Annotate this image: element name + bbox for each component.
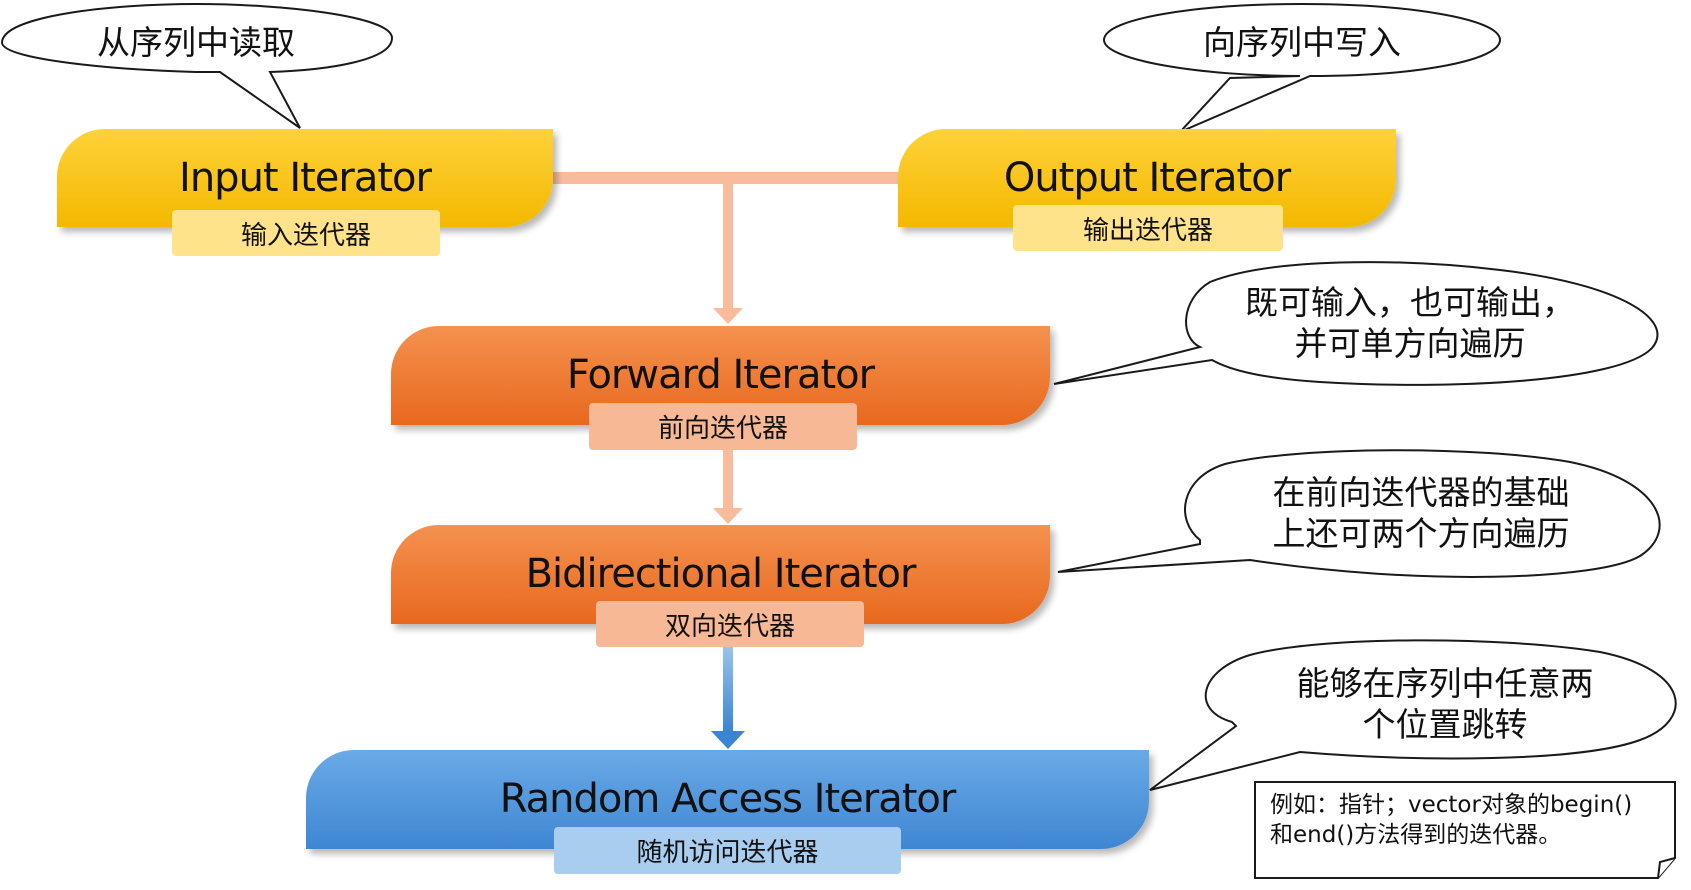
random-access-iterator-title: Random Access Iterator [499, 776, 957, 822]
bubble-random-line-2: 个位置跳转 [1362, 705, 1528, 744]
bubble-bidirectional-line-1: 在前向迭代器的基础 [1272, 473, 1570, 512]
arrowhead-to-bidirectional [713, 508, 743, 524]
bubble-bidirectional-line-2: 上还可两个方向遍历 [1272, 514, 1570, 553]
bidirectional-iterator-box: Bidirectional Iterator [391, 525, 1050, 624]
forward-iterator-subtitle: 前向迭代器 [589, 403, 857, 450]
bidirectional-iterator-subtitle: 双向迭代器 [596, 601, 864, 647]
input-iterator-title: Input Iterator [179, 155, 432, 201]
connectors [540, 172, 930, 749]
connector-to-bidirectional [723, 447, 733, 508]
bubble-output-text: 向序列中写入 [1203, 23, 1401, 62]
input-iterator-subtitle: 输入迭代器 [172, 210, 440, 256]
bubble-forward [1053, 261, 1659, 386]
random-access-iterator-subtitle: 随机访问迭代器 [554, 827, 901, 874]
output-iterator-title: Output Iterator [1003, 155, 1291, 201]
bubble-forward-line-2: 并可单方向遍历 [1294, 324, 1526, 363]
bubble-output [1102, 2, 1502, 133]
bubble-random-text: 能够在序列中任意两 个位置跳转 [1280, 663, 1610, 745]
output-iterator-subtitle: 输出迭代器 [1013, 205, 1283, 251]
connector-to-random [723, 644, 733, 731]
random-access-iterator-box: Random Access Iterator [306, 750, 1149, 849]
bubble-random-line-1: 能够在序列中任意两 [1296, 664, 1594, 703]
bubble-forward-line-1: 既可输入，也可输出， [1245, 283, 1575, 322]
bubble-random [1149, 639, 1677, 791]
bubble-input-text: 从序列中读取 [97, 23, 295, 62]
note-line-1: 例如：指针；vector对象的begin() [1270, 792, 1633, 818]
note-box [1254, 781, 1676, 879]
bidirectional-iterator-title: Bidirectional Iterator [525, 551, 917, 597]
note-line-2: 和end()方法得到的迭代器。 [1270, 822, 1562, 848]
bubble-bidirectional [1057, 449, 1661, 578]
forward-iterator-title: Forward Iterator [566, 352, 875, 398]
note-text: 例如：指针；vector对象的begin() 和end()方法得到的迭代器。 [1270, 790, 1632, 850]
bubble-bidirectional-text: 在前向迭代器的基础 上还可两个方向遍历 [1256, 472, 1586, 554]
connector-horizontal [540, 172, 930, 184]
note-fold-icon [1657, 857, 1676, 879]
bubble-input [0, 2, 394, 129]
arrowhead-to-random [711, 731, 745, 749]
arrowhead-to-forward [713, 308, 743, 324]
connector-to-forward [723, 184, 733, 308]
bubble-forward-text: 既可输入，也可输出， 并可单方向遍历 [1235, 282, 1585, 364]
